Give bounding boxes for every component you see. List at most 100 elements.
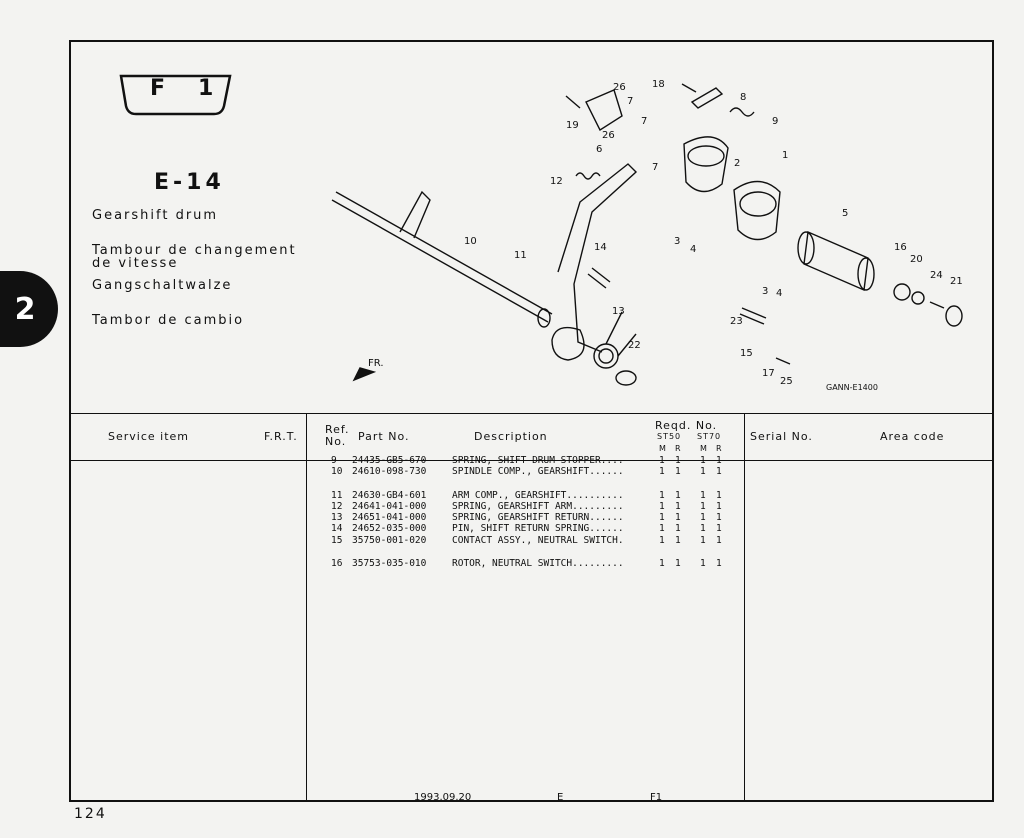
col-service-item: Service item <box>108 430 190 443</box>
callouts: 1 2 3 3 4 4 5 6 7 7 7 8 9 10 11 12 13 14… <box>368 79 963 392</box>
qty-cell: 1 <box>675 558 681 569</box>
qty-cell: 1 <box>716 512 722 523</box>
qty-cell: 1 <box>700 455 706 466</box>
gearshift-arm-boss <box>551 326 585 361</box>
badge-letter: F <box>150 76 166 101</box>
qty-cell: 1 <box>659 501 665 512</box>
callout: 5 <box>842 208 848 219</box>
qty-cell: 1 <box>675 466 681 477</box>
arm-spring <box>575 172 601 180</box>
table-divider <box>306 413 307 802</box>
callout: 3 <box>762 286 768 297</box>
col-st50: ST50 <box>657 432 682 441</box>
col-area-code: Area code <box>880 430 945 443</box>
table-top-rule <box>71 413 992 414</box>
ref-no-cell: 15 <box>331 535 343 546</box>
callout: 7 <box>652 162 658 173</box>
description-cell: ARM COMP., GEARSHIFT.......... <box>452 490 624 501</box>
bolt <box>775 357 791 365</box>
description-cell: SPRING, GEARSHIFT ARM......... <box>452 501 624 512</box>
callout: 12 <box>550 176 563 187</box>
fr-arrow-icon <box>352 367 377 382</box>
shift-fork <box>683 136 729 193</box>
shift-fork <box>733 180 781 241</box>
col-description: Description <box>474 430 548 443</box>
part-no-cell: 24435-GB5-670 <box>352 455 427 466</box>
callout: 4 <box>776 288 782 299</box>
table-header-rule <box>71 460 992 461</box>
callout: 18 <box>652 79 665 90</box>
description-cell: CONTACT ASSY., NEUTRAL SWITCH. <box>452 535 624 546</box>
qty-cell: 1 <box>675 535 681 546</box>
stopper-plate <box>585 89 623 132</box>
name-french: Tambour de changement de vitesse <box>92 243 297 271</box>
contact-pin <box>929 301 945 309</box>
spindle-end <box>537 308 551 328</box>
col-part-no: Part No. <box>358 430 410 443</box>
col-frt: F.R.T. <box>264 430 298 443</box>
qty-cell: 1 <box>700 523 706 534</box>
callout: 11 <box>514 250 527 261</box>
qty-cell: 1 <box>700 558 706 569</box>
sub-r: R <box>716 444 723 453</box>
callout: 10 <box>464 236 477 247</box>
callout: 20 <box>910 254 923 265</box>
part-no-cell: 24610-098-730 <box>352 466 427 477</box>
qty-cell: 1 <box>716 501 722 512</box>
part-no-cell: 35750-001-020 <box>352 535 427 546</box>
qty-cell: 1 <box>700 466 706 477</box>
qty-cell: 1 <box>659 558 665 569</box>
qty-cell: 1 <box>659 490 665 501</box>
ref-no-cell: 13 <box>331 512 343 523</box>
qty-cell: 1 <box>659 466 665 477</box>
exploded-parts-drawing: 1 2 3 3 4 4 5 6 7 7 7 8 9 10 11 12 13 14… <box>331 79 963 392</box>
qty-cell: 1 <box>700 490 706 501</box>
col-reqd-no: Reqd. No. <box>655 419 718 432</box>
callout: 1 <box>782 150 788 161</box>
qty-cell: 1 <box>659 512 665 523</box>
callout: 22 <box>628 340 641 351</box>
part-no-cell: 35753-035-010 <box>352 558 427 569</box>
sub-r: R <box>675 444 682 453</box>
footer-date: 1993.09.20 <box>414 792 472 803</box>
qty-cell: 1 <box>675 512 681 523</box>
sub-m: M <box>700 444 708 453</box>
fr-label: FR. <box>368 358 384 369</box>
qty-cell: 1 <box>675 490 681 501</box>
description-cell: ROTOR, NEUTRAL SWITCH......... <box>452 558 624 569</box>
callout: 26 <box>613 82 626 93</box>
ref-no-cell: 12 <box>331 501 343 512</box>
callout: 21 <box>950 276 963 287</box>
drawing-code: GANN-E1400 <box>826 383 878 392</box>
group-code: E-14 <box>154 170 225 195</box>
callout: 24 <box>930 270 943 281</box>
bolt <box>681 83 697 93</box>
qty-cell: 1 <box>716 466 722 477</box>
qty-cell: 1 <box>675 501 681 512</box>
ref-no-cell: 10 <box>331 466 343 477</box>
neutral-rotor <box>893 283 911 301</box>
callout: 9 <box>772 116 778 127</box>
callout: 4 <box>690 244 696 255</box>
callout: 2 <box>734 158 740 169</box>
spindle-lever <box>399 190 431 239</box>
section-tab-label: 2 <box>14 291 36 327</box>
qty-cell: 1 <box>700 512 706 523</box>
part-no-cell: 24641-041-000 <box>352 501 427 512</box>
description-cell: SPRING, GEARSHIFT RETURN...... <box>452 512 624 523</box>
sub-m: M <box>659 444 667 453</box>
callout: 15 <box>740 348 753 359</box>
qty-cell: 1 <box>675 523 681 534</box>
group-badge: F 1 <box>118 72 234 118</box>
name-german: Gangschaltwalze <box>92 278 233 293</box>
col-serial-no: Serial No. <box>750 430 813 443</box>
qty-cell: 1 <box>700 535 706 546</box>
description-cell: SPINDLE COMP., GEARSHIFT...... <box>452 466 624 477</box>
description-cell: PIN, SHIFT RETURN SPRING...... <box>452 523 624 534</box>
neutral-switch <box>945 305 963 327</box>
bolt <box>565 95 581 109</box>
footer-code: F1 <box>650 792 663 803</box>
part-no-cell: 24651-041-000 <box>352 512 427 523</box>
callout: 25 <box>780 376 793 387</box>
qty-cell: 1 <box>659 535 665 546</box>
